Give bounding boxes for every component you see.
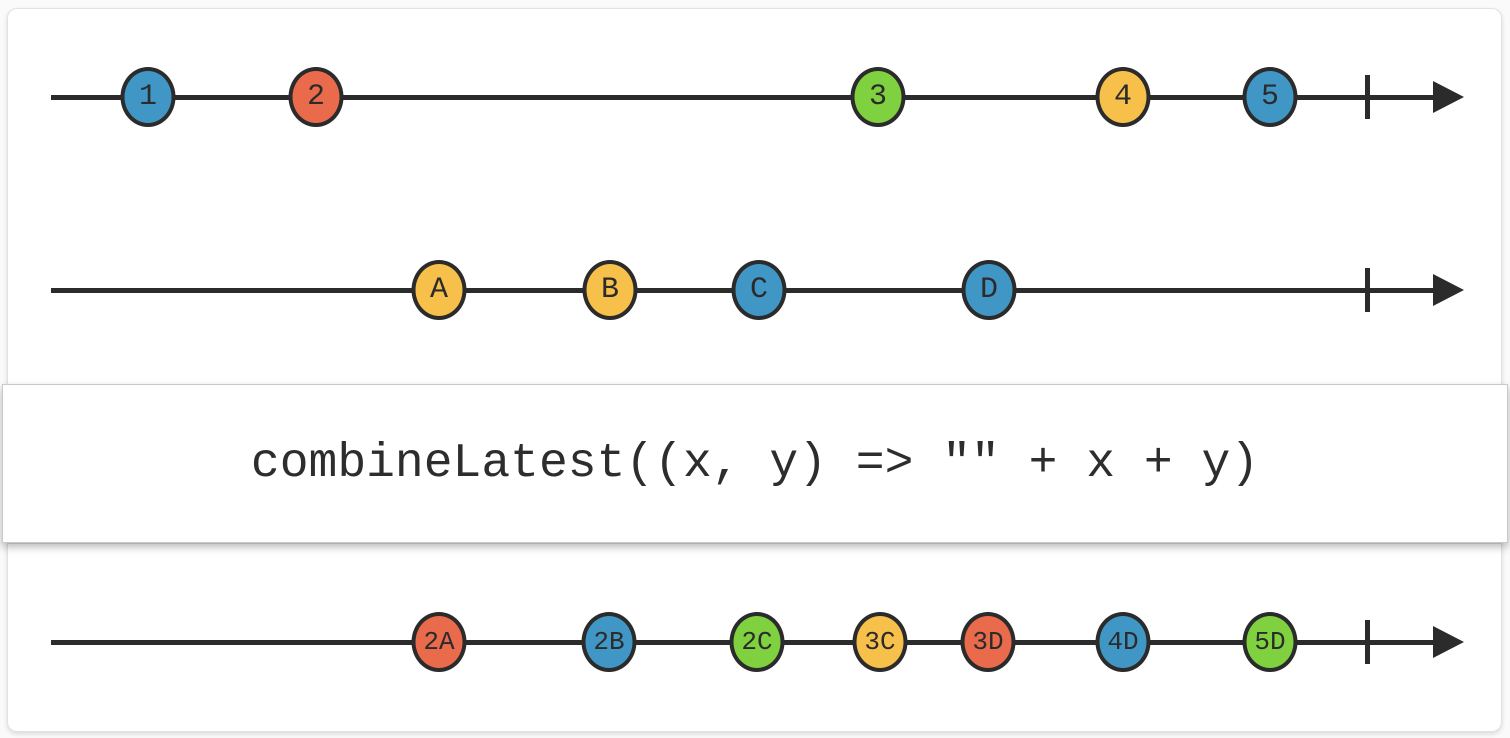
- completion-tick: [1364, 620, 1370, 664]
- marble-label: 3C: [864, 627, 896, 657]
- marble-1[interactable]: 1: [120, 67, 176, 127]
- marble-label: 2C: [741, 627, 773, 657]
- marble-4D: 4D: [1095, 612, 1151, 672]
- timeline-line: [51, 94, 1436, 100]
- marble-label: 4: [1113, 80, 1132, 114]
- marble-label: 5: [1260, 80, 1279, 114]
- operator-box: combineLatest((x, y) => "" + x + y): [2, 384, 1508, 543]
- marble-C[interactable]: C: [731, 260, 787, 320]
- marble-label: 3: [868, 80, 887, 114]
- marble-label: 4D: [1107, 627, 1139, 657]
- marble-label: 2A: [423, 627, 455, 657]
- marble-5D: 5D: [1242, 612, 1298, 672]
- marble-label: 3D: [972, 627, 1004, 657]
- marble-3C: 3C: [852, 612, 908, 672]
- operator-code-label: combineLatest((x, y) => "" + x + y): [250, 436, 1260, 491]
- marble-A[interactable]: A: [411, 260, 467, 320]
- marble-D[interactable]: D: [961, 260, 1017, 320]
- marble-5[interactable]: 5: [1242, 67, 1298, 127]
- marble-2C: 2C: [729, 612, 785, 672]
- marble-3D: 3D: [960, 612, 1016, 672]
- marble-label: 1: [138, 80, 157, 114]
- marble-B[interactable]: B: [582, 260, 638, 320]
- marble-label: D: [979, 273, 998, 307]
- marble-2A: 2A: [411, 612, 467, 672]
- arrowhead-icon: [1433, 626, 1464, 658]
- marble-4[interactable]: 4: [1095, 67, 1151, 127]
- completion-tick: [1364, 75, 1370, 119]
- arrowhead-icon: [1433, 81, 1464, 113]
- marble-3[interactable]: 3: [850, 67, 906, 127]
- completion-tick: [1364, 268, 1370, 312]
- marble-label: 5D: [1254, 627, 1286, 657]
- input-timelines-panel: [7, 8, 1502, 386]
- marble-2[interactable]: 2: [288, 67, 344, 127]
- marble-label: A: [429, 273, 448, 307]
- marble-label: B: [600, 273, 619, 307]
- marble-label: 2B: [593, 627, 625, 657]
- arrowhead-icon: [1433, 274, 1464, 306]
- marble-label: C: [749, 273, 768, 307]
- marble-label: 2: [306, 80, 325, 114]
- marble-2B: 2B: [581, 612, 637, 672]
